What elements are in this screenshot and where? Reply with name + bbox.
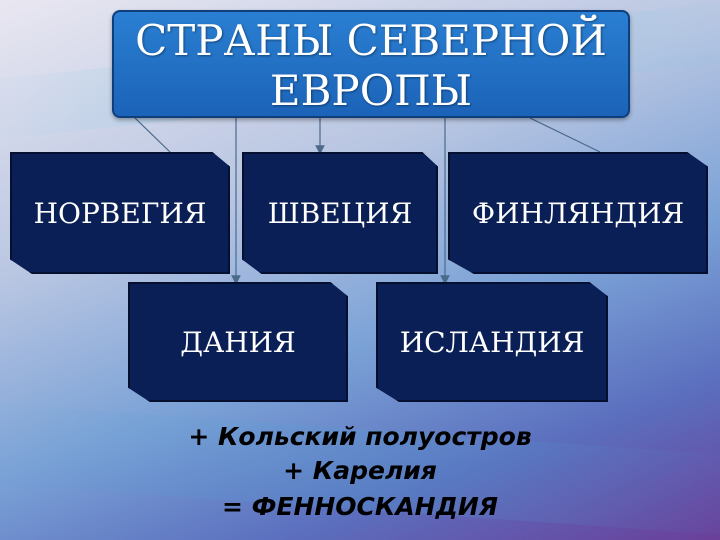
- country-box-sweden: ШВЕЦИЯ: [242, 152, 438, 274]
- diagram-title: СТРАНЫ СЕВЕРНОЙ ЕВРОПЫ: [112, 10, 630, 118]
- title-line-2: ЕВРОПЫ: [269, 66, 473, 115]
- country-box-iceland: ИСЛАНДИЯ: [376, 282, 608, 402]
- connector-finland: [529, 117, 601, 153]
- note-fennoscandia: = ФЕННОСКАНДИЯ: [221, 492, 499, 521]
- country-box-finland: ФИНЛЯНДИЯ: [448, 152, 708, 274]
- note-karelia: + Карелия: [283, 456, 437, 485]
- country-box-denmark: ДАНИЯ: [128, 282, 348, 402]
- title-line-1: СТРАНЫ СЕВЕРНОЙ: [135, 16, 607, 65]
- connector-norway: [134, 117, 171, 153]
- note-kola-peninsula: + Кольский полуостров: [188, 422, 532, 451]
- country-box-norway: НОРВЕГИЯ: [10, 152, 230, 274]
